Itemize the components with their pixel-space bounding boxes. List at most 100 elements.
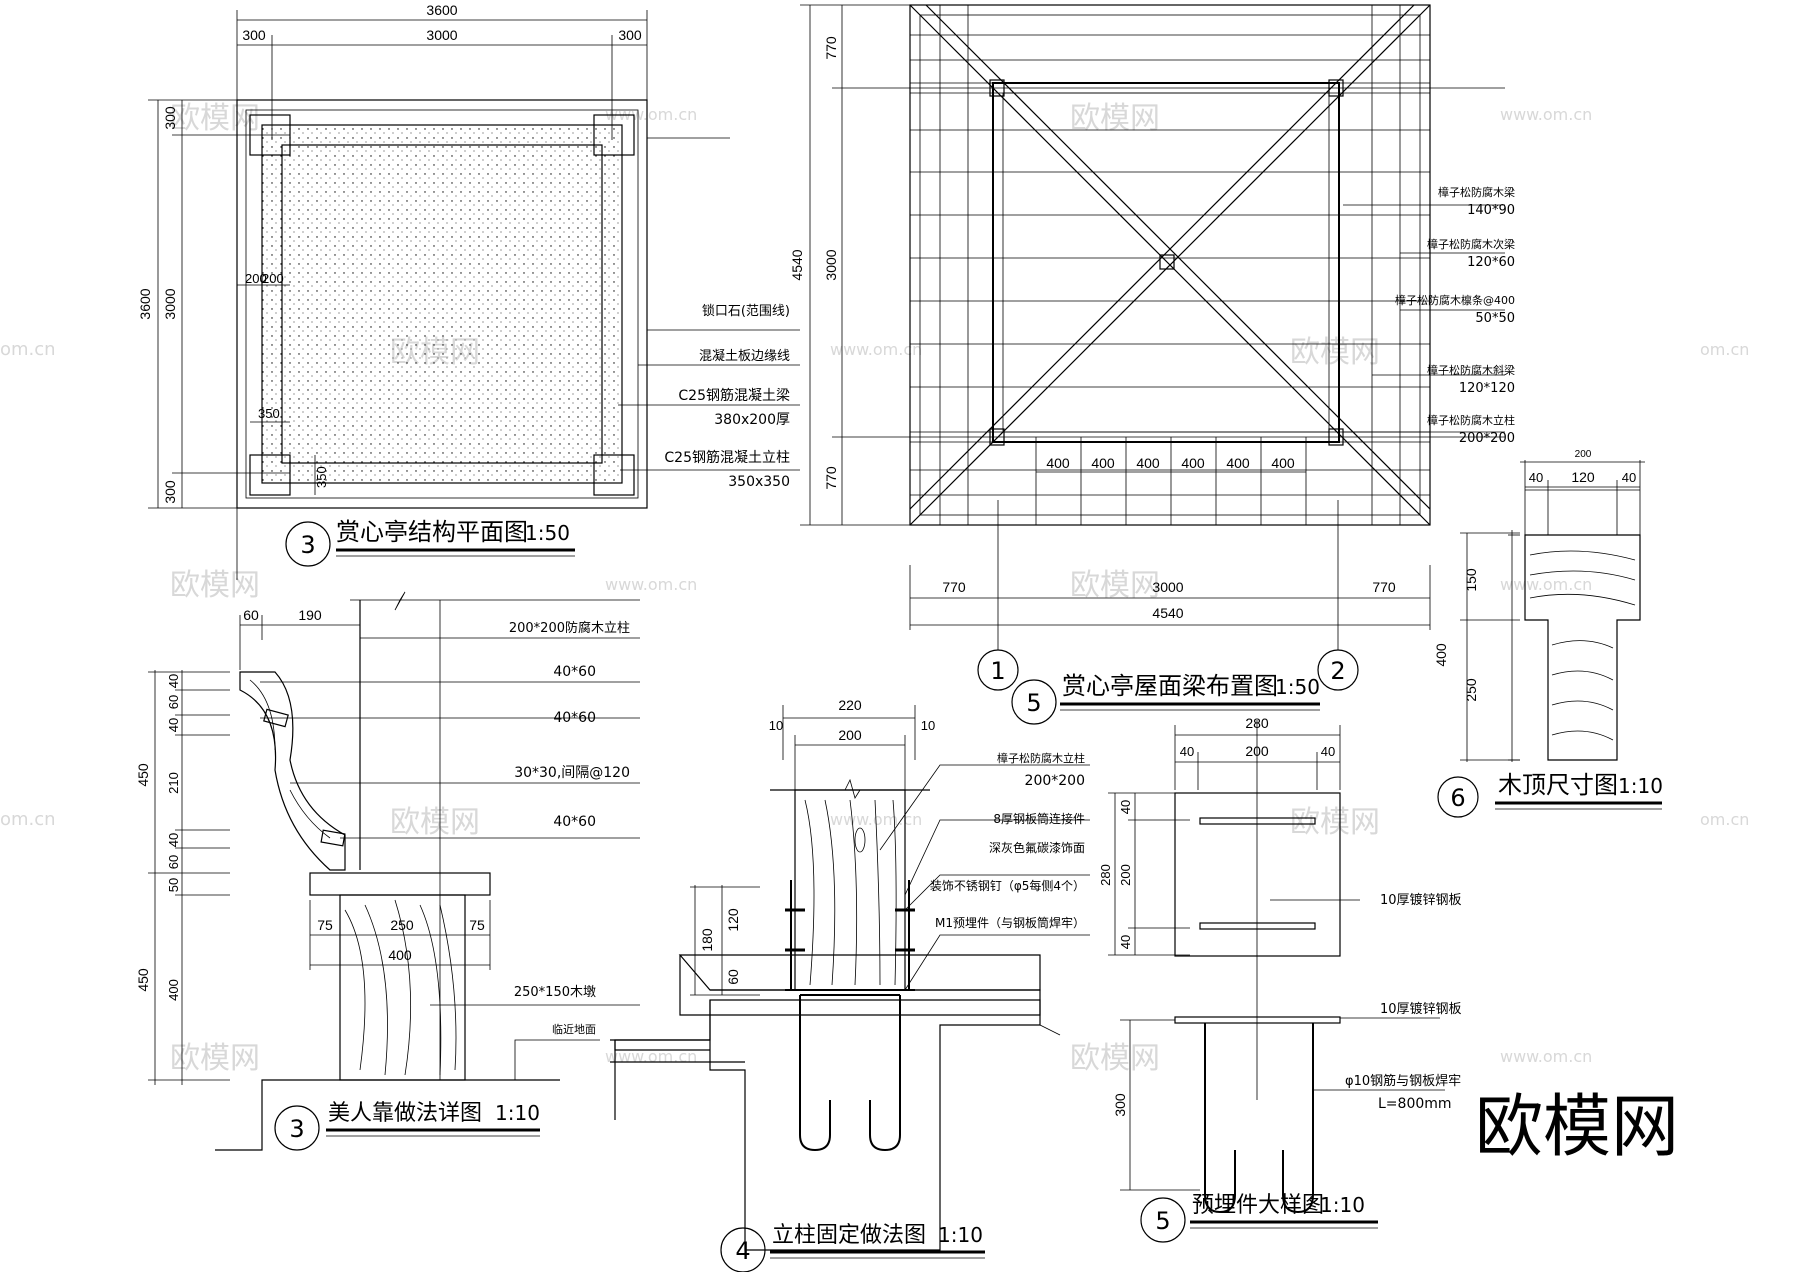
svg-text:380x200厚: 380x200厚 xyxy=(714,412,790,428)
svg-text:10: 10 xyxy=(921,718,935,733)
structure-plan: 3600 300 3000 300 3600 300 3000 300 200 … xyxy=(137,2,800,580)
svg-text:120*60: 120*60 xyxy=(1467,255,1515,270)
svg-text:400: 400 xyxy=(1226,455,1250,471)
svg-text:400: 400 xyxy=(1046,455,1070,471)
svg-text:400: 400 xyxy=(1136,455,1160,471)
svg-text:770: 770 xyxy=(942,579,966,595)
svg-text:5: 5 xyxy=(1155,1207,1170,1235)
svg-text:40: 40 xyxy=(1622,470,1636,485)
svg-text:1:10: 1:10 xyxy=(1320,1193,1365,1217)
svg-text:3000: 3000 xyxy=(426,27,457,43)
svg-text:50*50: 50*50 xyxy=(1475,311,1515,326)
svg-text:200: 200 xyxy=(245,271,267,286)
svg-text:美人靠做法详图: 美人靠做法详图 xyxy=(328,1101,482,1126)
svg-text:3000: 3000 xyxy=(1152,579,1183,595)
roof-beam-plan: 4540 770 3000 770 xyxy=(789,4,1515,725)
svg-text:L=800mm: L=800mm xyxy=(1378,1096,1452,1112)
svg-text:10厚镀锌钢板: 10厚镀锌钢板 xyxy=(1380,892,1462,908)
svg-text:欧模网: 欧模网 xyxy=(1070,101,1160,136)
svg-text:木顶尺寸图: 木顶尺寸图 xyxy=(1498,771,1618,799)
svg-text:樟子松防腐木次梁: 樟子松防腐木次梁 xyxy=(1427,237,1515,251)
svg-text:www.om.cn: www.om.cn xyxy=(1500,575,1592,594)
svg-text:3000: 3000 xyxy=(823,249,839,280)
svg-text:欧模网: 欧模网 xyxy=(170,1041,260,1076)
svg-text:1:10: 1:10 xyxy=(938,1223,983,1247)
svg-text:预埋件大样图: 预埋件大样图 xyxy=(1192,1193,1324,1218)
svg-text:220: 220 xyxy=(838,697,862,713)
wood-top-detail: 150 400 250 200 40 120 40 6 木顶尺寸图 1:10 xyxy=(1433,449,1663,818)
svg-text:临近地面: 临近地面 xyxy=(552,1022,596,1036)
svg-text:200: 200 xyxy=(1118,864,1133,886)
svg-text:10: 10 xyxy=(769,718,783,733)
svg-text:40: 40 xyxy=(1118,800,1133,814)
svg-text:40: 40 xyxy=(1180,744,1194,759)
svg-text:4: 4 xyxy=(735,1237,750,1265)
svg-text:300: 300 xyxy=(162,106,178,130)
svg-text:300: 300 xyxy=(242,27,266,43)
svg-text:3600: 3600 xyxy=(137,288,153,319)
svg-text:190: 190 xyxy=(298,607,322,623)
svg-text:40: 40 xyxy=(1529,470,1543,485)
svg-text:C25钢筋混凝土立柱: C25钢筋混凝土立柱 xyxy=(664,449,790,466)
svg-text:锁口石(范围线): 锁口石(范围线) xyxy=(702,303,790,319)
svg-text:欧模网: 欧模网 xyxy=(1070,568,1160,603)
svg-text:40: 40 xyxy=(1118,935,1133,949)
svg-text:www.om.cn: www.om.cn xyxy=(830,340,922,359)
svg-text:350x350: 350x350 xyxy=(728,474,790,490)
svg-text:40: 40 xyxy=(166,718,181,732)
bench-detail: 60 190 450 450 40 60 40 210 40 60 50 400 xyxy=(135,591,640,1151)
svg-text:赏心亭结构平面图: 赏心亭结构平面图 xyxy=(336,518,528,546)
svg-text:www.om.cn: www.om.cn xyxy=(1500,105,1592,124)
svg-text:400: 400 xyxy=(1181,455,1205,471)
svg-text:6: 6 xyxy=(1450,784,1465,812)
svg-text:樟子松防腐木立柱: 樟子松防腐木立柱 xyxy=(1427,413,1515,427)
svg-text:200: 200 xyxy=(262,271,284,286)
svg-text:200: 200 xyxy=(838,727,862,743)
svg-text:350: 350 xyxy=(258,406,280,421)
svg-text:1:50: 1:50 xyxy=(1275,675,1320,699)
svg-text:50: 50 xyxy=(166,878,181,892)
svg-text:10厚镀锌钢板: 10厚镀锌钢板 xyxy=(1380,1001,1462,1017)
svg-text:300: 300 xyxy=(162,480,178,504)
svg-text:40: 40 xyxy=(1321,744,1335,759)
svg-text:40*60: 40*60 xyxy=(553,710,596,726)
svg-text:om.cn: om.cn xyxy=(0,339,56,360)
svg-text:40*60: 40*60 xyxy=(553,814,596,830)
svg-text:3: 3 xyxy=(289,1115,304,1143)
svg-text:40: 40 xyxy=(166,833,181,847)
svg-text:4540: 4540 xyxy=(1152,605,1183,621)
svg-text:C25钢筋混凝土梁: C25钢筋混凝土梁 xyxy=(678,387,790,404)
svg-text:深灰色氟碳漆饰面: 深灰色氟碳漆饰面 xyxy=(989,841,1085,855)
svg-text:樟子松防腐木梁: 樟子松防腐木梁 xyxy=(1438,185,1515,199)
svg-text:400: 400 xyxy=(1271,455,1295,471)
svg-text:40: 40 xyxy=(166,674,181,688)
svg-text:280: 280 xyxy=(1098,864,1113,886)
svg-text:400: 400 xyxy=(166,979,181,1001)
svg-text:欧模网: 欧模网 xyxy=(170,568,260,603)
svg-text:www.om.cn: www.om.cn xyxy=(605,575,697,594)
svg-text:4540: 4540 xyxy=(789,249,805,280)
svg-text:樟子松防腐木檩条@400: 樟子松防腐木檩条@400 xyxy=(1395,293,1515,307)
svg-text:75: 75 xyxy=(469,917,485,933)
svg-text:40*60: 40*60 xyxy=(553,664,596,680)
svg-text:140*90: 140*90 xyxy=(1467,203,1515,218)
svg-text:om.cn: om.cn xyxy=(1700,340,1749,359)
svg-text:300: 300 xyxy=(1112,1093,1128,1117)
svg-text:120*120: 120*120 xyxy=(1459,381,1515,396)
svg-text:250: 250 xyxy=(390,917,414,933)
svg-text:om.cn: om.cn xyxy=(0,809,56,830)
wood-grain xyxy=(1529,550,1636,741)
svg-text:60: 60 xyxy=(166,695,181,709)
svg-text:60: 60 xyxy=(166,855,181,869)
svg-text:120: 120 xyxy=(1571,469,1595,485)
svg-text:770: 770 xyxy=(1372,579,1396,595)
svg-text:装饰不锈钢钉（φ5每侧4个）: 装饰不锈钢钉（φ5每侧4个） xyxy=(930,878,1085,893)
svg-text:M1预埋件（与钢板筒焊牢）: M1预埋件（与钢板筒焊牢） xyxy=(935,915,1085,930)
svg-text:150: 150 xyxy=(1463,568,1479,592)
svg-text:400: 400 xyxy=(388,947,412,963)
svg-text:30*30,间隔@120: 30*30,间隔@120 xyxy=(514,765,630,781)
svg-text:5: 5 xyxy=(1026,689,1041,717)
svg-text:450: 450 xyxy=(135,763,151,787)
svg-text:60: 60 xyxy=(725,969,741,985)
svg-text:200*200: 200*200 xyxy=(1459,431,1515,446)
